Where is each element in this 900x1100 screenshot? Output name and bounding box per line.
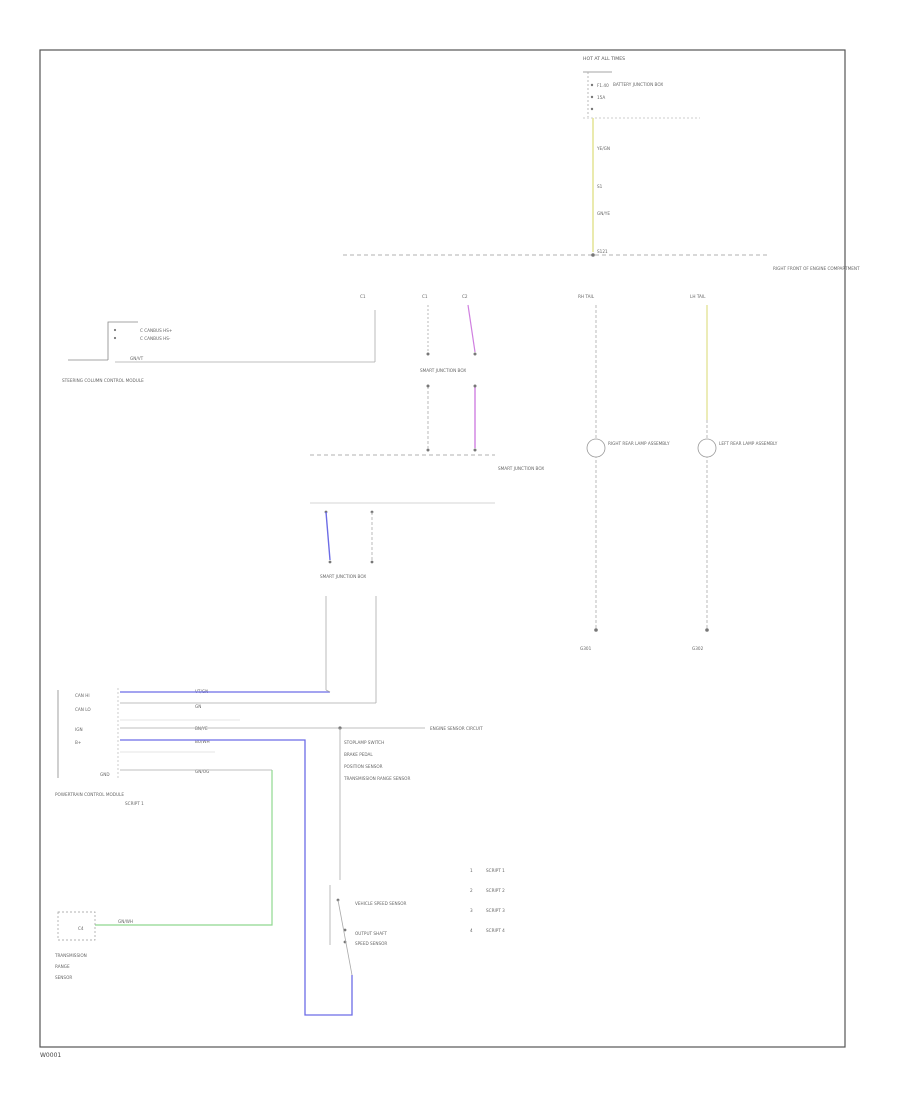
junction-lower-label: SMART JUNCTION BOX xyxy=(498,466,544,471)
right-rear-lamp: RH TAIL RIGHT REAR LAMP ASSEMBLY G301 xyxy=(578,294,670,651)
pcm-block: CAN HI CAN LO IGN B+ GND POWERTRAIN CONT… xyxy=(55,688,483,806)
trans-module-1: TRANSMISSION xyxy=(54,953,87,958)
steering-wire-code: GN/VT xyxy=(130,356,144,361)
right-module-3: POSITION SENSOR xyxy=(344,764,383,769)
pcm-wire-4: BU/WH xyxy=(195,739,210,744)
middle-fuse-pair: C1 C2 SMART JUNCTION BOX xyxy=(420,294,477,452)
legend-bullet-3: 3 xyxy=(470,908,473,913)
trans-module-3: SENSOR xyxy=(55,975,72,980)
fuse-right-label: C2 xyxy=(462,294,468,299)
top-wire-code: YE/GN xyxy=(596,146,610,151)
top-fuse-line-1: F1.40 xyxy=(597,83,609,88)
right-module-4: TRANSMISSION RANGE SENSOR xyxy=(343,776,410,781)
ground-right: G302 xyxy=(692,646,704,651)
legend: 1 SCRIPT 1 2 SCRIPT 2 3 SCRIPT 3 4 SCRIP… xyxy=(470,868,505,933)
pcm-wire-3: BN/YE xyxy=(195,726,208,731)
lamp-right-header: LH TAIL xyxy=(690,294,706,299)
pcm-pin-1: CAN HI xyxy=(75,693,90,698)
legend-bullet-1: 1 xyxy=(470,868,473,873)
pcm-pin-4: B+ xyxy=(75,740,82,745)
lower-junction-label: SMART JUNCTION BOX xyxy=(320,574,366,579)
speed-sensor: VEHICLE SPEED SENSOR OUTPUT SHAFT SPEED … xyxy=(329,885,407,976)
legend-item-4: SCRIPT 4 xyxy=(486,928,505,933)
green-wire-code: GN/WH xyxy=(118,919,133,924)
right-module-2: BRAKE PEDAL xyxy=(344,752,373,757)
pcm-legend-ref: SCRIPT 1 xyxy=(125,801,144,806)
ground-left: G301 xyxy=(580,646,592,651)
pcm-pin-5: GND xyxy=(100,772,110,777)
bus-right-note: RIGHT FRONT OF ENGINE COMPARTMENT xyxy=(773,266,860,271)
pcm-wire-5: GN/OG xyxy=(195,769,209,774)
top-wire-code-2: GN/YE xyxy=(597,211,610,216)
pcm-pin-2: CAN LO xyxy=(75,707,91,712)
legend-item-3: SCRIPT 3 xyxy=(486,908,505,913)
right-module-1: STOPLAMP SWITCH xyxy=(344,740,384,745)
steering-module-label: STEERING COLUMN CONTROL MODULE xyxy=(62,378,144,383)
splice-label: S1 xyxy=(597,184,603,189)
steering-fuse-label: C1 xyxy=(360,294,366,299)
brake-switch-block: STOPLAMP SWITCH BRAKE PEDAL POSITION SEN… xyxy=(339,728,410,880)
fuse-left-label: C1 xyxy=(422,294,428,299)
left-rear-lamp: LH TAIL LEFT REAR LAMP ASSEMBLY G302 xyxy=(690,294,778,651)
steering-module: C CANBUS HS+ C CANBUS HS- STEERING COLUM… xyxy=(62,294,376,383)
junction-mid-label: SMART JUNCTION BOX xyxy=(420,368,466,373)
bus-splice-dot xyxy=(591,253,595,257)
steering-line-2: C CANBUS HS- xyxy=(140,336,171,341)
legend-item-2: SCRIPT 2 xyxy=(486,888,505,893)
speed-sensor-1: VEHICLE SPEED SENSOR xyxy=(355,901,407,906)
legend-bullet-2: 2 xyxy=(470,888,473,893)
lamp-right-label: LEFT REAR LAMP ASSEMBLY xyxy=(719,441,778,446)
top-fuse-line-3: BATTERY JUNCTION BOX xyxy=(613,82,663,87)
lamp-left-label: RIGHT REAR LAMP ASSEMBLY xyxy=(608,441,670,446)
pcm-wire-2: GN xyxy=(195,704,201,709)
speed-sensor-3: SPEED SENSOR xyxy=(355,941,387,946)
diagram-frame xyxy=(39,49,846,1048)
top-fuse-block: HOT AT ALL TIMES F1.40 15A BATTERY JUNCT… xyxy=(583,56,700,119)
lower-junction: SMART JUNCTION BOX xyxy=(310,502,495,703)
footer-code: W0001 xyxy=(40,1052,61,1059)
blue-wire-loop xyxy=(300,739,353,1016)
legend-bullet-4: 4 xyxy=(470,928,473,933)
speed-sensor-2: OUTPUT SHAFT xyxy=(355,931,387,936)
bus-splice: S121 xyxy=(597,249,608,254)
top-fuse-line-2: 15A xyxy=(597,95,605,100)
pcm-label: POWERTRAIN CONTROL MODULE xyxy=(55,792,124,797)
green-wire xyxy=(95,770,273,926)
transmission-module: C4 TRANSMISSION RANGE SENSOR xyxy=(54,911,96,980)
right-dest: ENGINE SENSOR CIRCUIT xyxy=(430,726,483,731)
pcm-pin-3: IGN xyxy=(75,727,83,732)
top-fuse-header: HOT AT ALL TIMES xyxy=(583,56,625,62)
lamp-left-header: RH TAIL xyxy=(578,294,595,299)
legend-item-1: SCRIPT 1 xyxy=(486,868,505,873)
steering-line-1: C CANBUS HS+ xyxy=(140,328,173,333)
trans-module-2: RANGE xyxy=(55,964,70,969)
trans-conn: C4 xyxy=(78,926,84,931)
